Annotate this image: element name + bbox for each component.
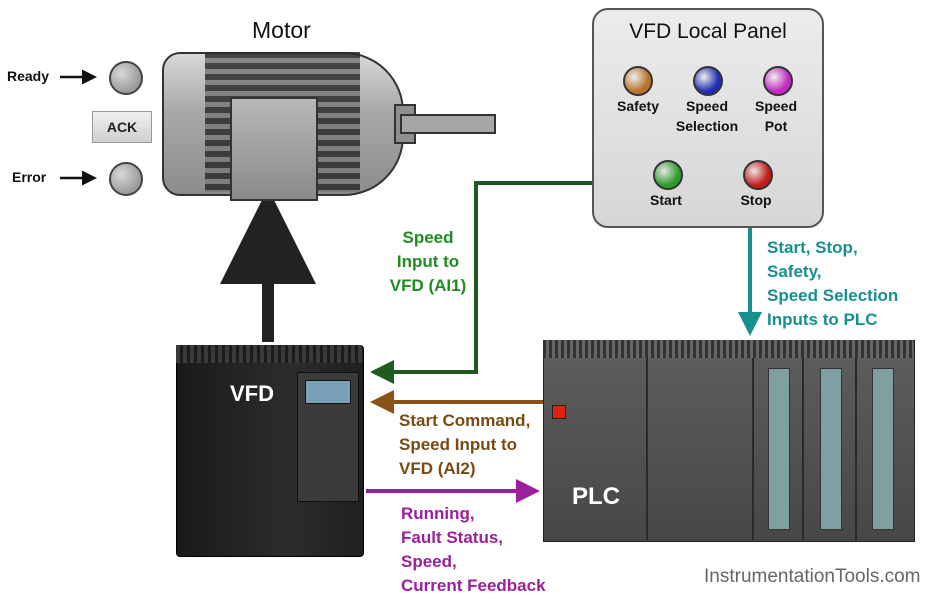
plc-module-divider [855, 358, 857, 540]
speed-ai1-text: Speed Input to VFD (AI1) [389, 228, 467, 295]
motor-shaft [400, 114, 496, 134]
safety-label: Safety [616, 98, 660, 114]
speed-ai1-line [370, 181, 592, 384]
plc-module-divider [752, 358, 754, 540]
plc-module-divider [646, 358, 648, 540]
vfd-vents [176, 345, 362, 363]
vfd-label: VFD [230, 381, 274, 406]
speed-pot-label: Speed Pot [754, 98, 797, 134]
plc-label: PLC [572, 483, 620, 510]
stop-label: Stop [740, 192, 772, 208]
start-label: Start [650, 192, 682, 208]
panel-title: VFD Local Panel [629, 20, 787, 43]
motor-terminal-box [230, 97, 318, 201]
plc-io-strip [768, 368, 790, 530]
vfd-local-panel [592, 8, 824, 228]
watermark: InstrumentationTools.com [704, 566, 921, 587]
plc-rack [543, 340, 915, 542]
ack-button[interactable]: ACK [92, 111, 152, 143]
plc-to-vfd-text: Start Command, Speed Input to VFD (AI2) [399, 411, 531, 478]
stop-button[interactable] [743, 160, 773, 190]
motor-title: Motor [252, 17, 311, 43]
plc-module-divider [802, 358, 804, 540]
plc-status-led [552, 405, 566, 419]
start-button[interactable] [653, 160, 683, 190]
vfd-display [305, 380, 351, 404]
safety-button[interactable] [623, 66, 653, 96]
ready-lamp [109, 61, 143, 95]
error-label: Error [12, 169, 47, 185]
speed-selection-label: Speed Selection [675, 98, 739, 134]
speed-pot-button[interactable] [763, 66, 793, 96]
plc-io-strip [820, 368, 842, 530]
plc-vents [543, 340, 913, 358]
ready-label: Ready [7, 68, 50, 84]
error-lamp [109, 162, 143, 196]
vfd-to-plc-text: Running, Fault Status, Speed, Current Fe… [401, 504, 546, 595]
plc-io-strip [872, 368, 894, 530]
speed-selection-button[interactable] [693, 66, 723, 96]
panel-to-plc-text: Start, Stop, Safety, Speed Selection Inp… [767, 238, 899, 329]
